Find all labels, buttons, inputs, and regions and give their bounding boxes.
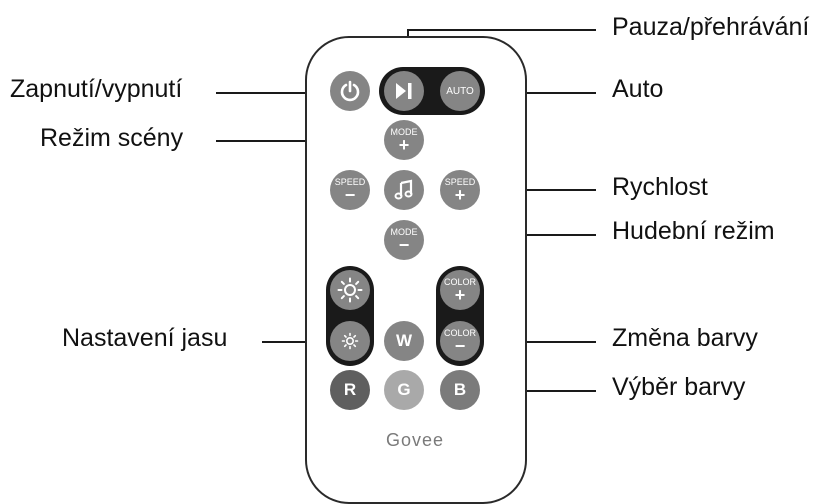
speed-plus-text: SPEED (444, 176, 476, 187)
mode-minus-button[interactable]: MODE − (384, 220, 424, 260)
play-pause-button[interactable] (384, 71, 424, 111)
white-button[interactable]: W (384, 321, 424, 361)
label-auto: Auto (612, 75, 664, 103)
white-button-label: W (395, 331, 413, 350)
sun-large-icon (337, 277, 363, 303)
label-scene-mode: Režim scény (40, 124, 184, 152)
music-mode-button[interactable] (384, 170, 424, 210)
brightness-up-button[interactable] (330, 270, 370, 310)
color-minus-button[interactable]: COLOR − (440, 321, 480, 361)
sun-small-icon (341, 332, 359, 350)
minus-icon: − (344, 184, 356, 205)
label-music-mode: Hudební režim (612, 217, 775, 245)
speed-minus-button[interactable]: SPEED − (330, 170, 370, 210)
green-button-label: G (397, 380, 411, 399)
label-power: Zapnutí/vypnutí (10, 75, 183, 103)
leader-play-pause-h (408, 29, 596, 31)
leader-brightness (262, 341, 328, 343)
leader-music-h (460, 234, 596, 236)
color-plus-button[interactable]: COLOR + (440, 270, 480, 310)
leader-auto (486, 92, 596, 94)
mode-minus-text: MODE (390, 226, 418, 237)
auto-button[interactable]: AUTO (440, 71, 480, 111)
leader-speed (486, 189, 596, 191)
label-speed: Rychlost (612, 173, 708, 201)
mode-plus-text: MODE (390, 126, 418, 137)
leader-scene-mode (216, 140, 376, 142)
red-button-label: R (343, 380, 357, 399)
brand-logo: Govee (385, 430, 445, 450)
leader-color-select (486, 390, 596, 392)
play-pause-icon (396, 83, 412, 99)
minus-icon: − (398, 234, 410, 255)
blue-button-label: B (453, 380, 467, 399)
green-button[interactable]: G (384, 370, 424, 410)
leader-power (216, 92, 316, 94)
label-color-select: Výběr barvy (612, 373, 746, 401)
plus-icon: + (454, 284, 466, 305)
remote-diagram: Zapnutí/vypnutí Pauza/přehrávání Auto Re… (10, 13, 810, 504)
power-icon (340, 80, 360, 102)
label-brightness: Nastavení jasu (62, 324, 228, 352)
power-button[interactable] (330, 71, 370, 111)
label-color-change: Změna barvy (612, 324, 758, 352)
mode-plus-button[interactable]: MODE + (384, 120, 424, 160)
speed-plus-button[interactable]: SPEED + (440, 170, 480, 210)
leader-color-change (486, 341, 596, 343)
plus-icon: + (398, 134, 410, 155)
plus-icon: + (454, 184, 466, 205)
auto-button-label: AUTO (446, 85, 474, 97)
speed-minus-text: SPEED (334, 176, 366, 187)
red-button[interactable]: R (330, 370, 370, 410)
minus-icon: − (454, 335, 466, 356)
music-note-icon (394, 179, 413, 200)
color-plus-text: COLOR (443, 276, 476, 287)
color-minus-text: COLOR (443, 327, 476, 338)
blue-button[interactable]: B (440, 370, 480, 410)
brightness-down-button[interactable] (330, 321, 370, 361)
label-play-pause: Pauza/přehrávání (612, 13, 810, 41)
